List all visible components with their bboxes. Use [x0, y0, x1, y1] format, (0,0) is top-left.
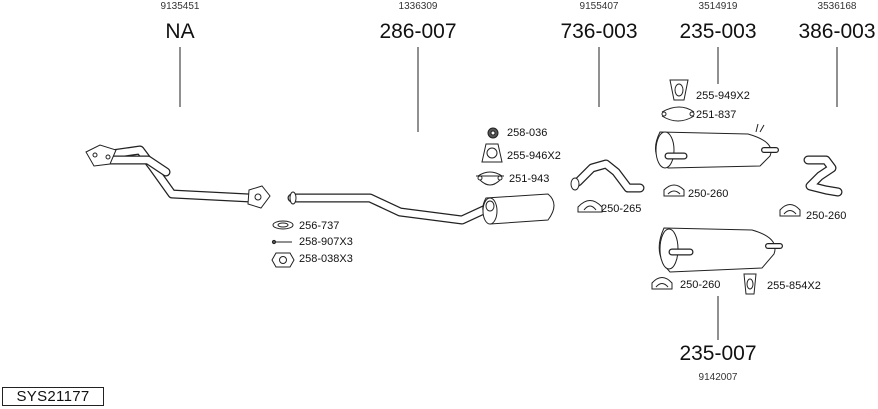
part-ref-9135451: 9135451: [161, 1, 200, 12]
part-ref-1336309: 1336309: [399, 1, 438, 12]
part-label-255-854x2: 255-854X2: [767, 280, 821, 292]
clamp-251-837-drawing: [661, 106, 695, 122]
hanger-255-854-drawing: [743, 273, 757, 295]
pipe-386-003-drawing: [803, 155, 843, 197]
part-ref-9142007: 9142007: [699, 372, 738, 383]
front-downpipe-drawing: [85, 144, 271, 209]
part-code-235-003: 235-003: [679, 20, 756, 43]
part-label-251-943: 251-943: [509, 173, 549, 185]
bolt-258-907-drawing: [271, 239, 292, 245]
part-label-250-260-b: 250-260: [806, 210, 846, 222]
nut-258-036-drawing: [487, 127, 499, 139]
clamp-250-260-right-drawing: [779, 204, 801, 217]
part-code-736-003: 736-003: [560, 20, 637, 43]
part-code-386-003: 386-003: [798, 20, 875, 43]
tailpipe-736-003-drawing: [570, 159, 645, 193]
part-code-na: NA: [165, 20, 194, 43]
nut-258-038-drawing: [271, 252, 295, 268]
part-label-251-837: 251-837: [696, 109, 736, 121]
rear-silencer-235-003-drawing: [655, 123, 779, 169]
gasket-256-737-drawing: [272, 220, 294, 230]
diagram-code-box: SYS21177: [2, 387, 104, 406]
part-label-250-260-a: 250-260: [688, 188, 728, 200]
part-label-258-907x3: 258-907X3: [299, 236, 353, 248]
part-label-255-949x2: 255-949X2: [696, 90, 750, 102]
part-code-286-007: 286-007: [379, 20, 456, 43]
part-label-256-737: 256-737: [299, 220, 339, 232]
clamp-250-260-upper-drawing: [663, 184, 685, 197]
part-code-235-007: 235-007: [679, 342, 756, 365]
clamp-250-260-lower-drawing: [651, 277, 673, 290]
part-label-250-260-c: 250-260: [680, 279, 720, 291]
part-label-258-038x3: 258-038X3: [299, 253, 353, 265]
clamp-250-265-drawing: [577, 200, 603, 213]
part-label-250-265: 250-265: [601, 203, 641, 215]
part-ref-3514919: 3514919: [699, 1, 738, 12]
part-ref-3536168: 3536168: [818, 1, 857, 12]
hanger-255-946-drawing: [481, 143, 503, 163]
middle-silencer-drawing: [287, 191, 555, 225]
clamp-251-943-drawing: [476, 171, 504, 186]
diagram-code: SYS21177: [16, 388, 90, 405]
part-ref-9155407: 9155407: [580, 1, 619, 12]
part-label-258-036: 258-036: [507, 127, 547, 139]
hanger-255-949-drawing: [669, 79, 689, 101]
part-label-255-946x2: 255-946X2: [507, 150, 561, 162]
rear-silencer-235-007-drawing: [658, 227, 783, 273]
